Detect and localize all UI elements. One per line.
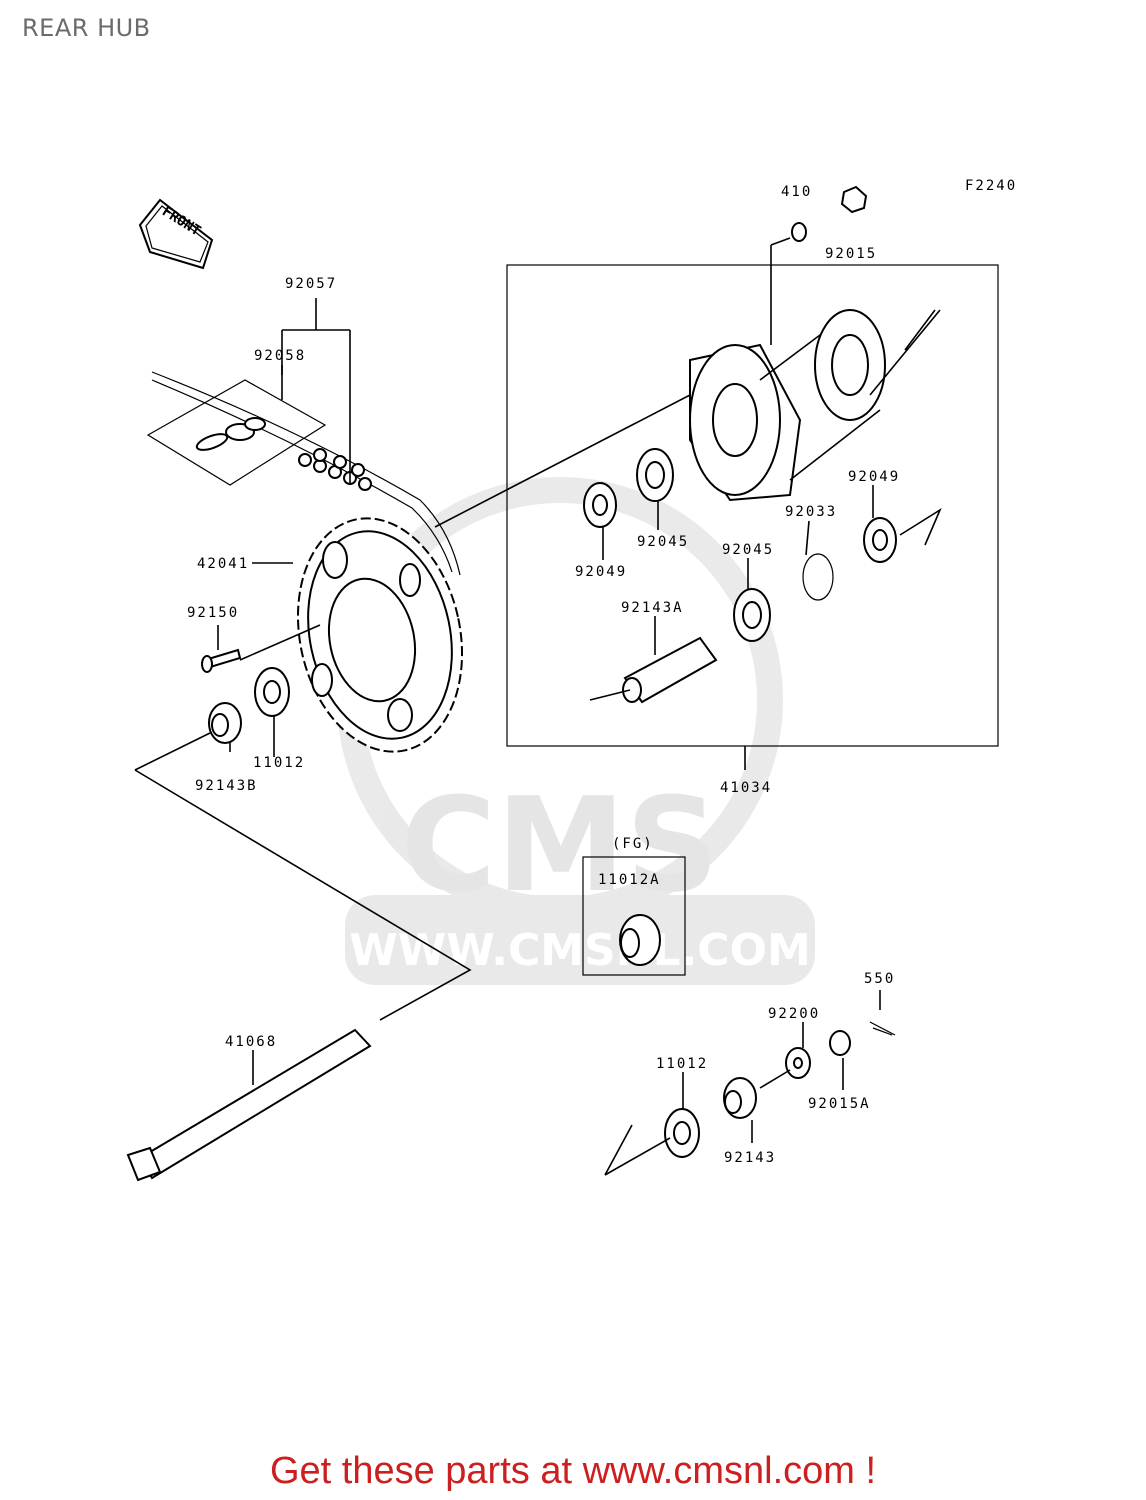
- collar-11012A-icon: [619, 914, 661, 966]
- seal-11012-right-icon: [664, 1108, 700, 1158]
- footer-promo-link[interactable]: Get these parts at www.cmsnl.com !: [269, 1450, 877, 1492]
- label-92033: 92033: [785, 504, 837, 520]
- watermark-brand: CMS: [401, 769, 719, 921]
- label-92057: 92057: [285, 276, 337, 292]
- bearing-92045-mid-icon: [733, 588, 771, 642]
- label-410: 410: [781, 184, 812, 200]
- label-fg: (FG): [612, 836, 654, 852]
- rear-sprocket: [296, 517, 464, 753]
- circlip-92033-icon: [802, 553, 834, 601]
- cotter-pin-550-icon: [869, 1021, 896, 1036]
- label-92143B: 92143B: [195, 778, 258, 794]
- seal-11012-left-icon: [254, 667, 290, 717]
- label-92049-right: 92049: [848, 469, 900, 485]
- bearing-92045-top-icon: [636, 448, 674, 502]
- washer-92200-icon: [785, 1047, 811, 1079]
- master-link-panel: [146, 379, 327, 486]
- page-title: REAR HUB: [22, 14, 151, 42]
- label-11012-right: 11012: [656, 1056, 708, 1072]
- front-arrow-icon: FRONT: [138, 198, 214, 270]
- hub-assembly-box: [506, 264, 999, 747]
- collar-92143-icon: [723, 1077, 757, 1119]
- label-92045-mid: 92045: [722, 542, 774, 558]
- watermark-url: WWW.CMSNL.COM: [349, 925, 811, 976]
- nut-92015-icon: [840, 185, 868, 214]
- label-92049-left: 92049: [575, 564, 627, 580]
- label-92058: 92058: [254, 348, 306, 364]
- collar-92143B-icon: [208, 702, 242, 744]
- label-92045-top: 92045: [637, 534, 689, 550]
- leader-lines: [134, 237, 942, 1176]
- label-550: 550: [864, 971, 895, 987]
- bolt-92150-icon: [201, 648, 242, 673]
- label-42041: 42041: [197, 556, 249, 572]
- label-92200: 92200: [768, 1006, 820, 1022]
- label-92143A: 92143A: [621, 600, 684, 616]
- label-41034: 41034: [720, 780, 772, 796]
- nut-92015A-icon: [829, 1030, 851, 1056]
- part-labels: 410 92015 92057 92058 42041 92150 11012 …: [187, 184, 900, 1166]
- drive-chain: [151, 371, 461, 576]
- spacer-92143A-icon: [622, 636, 718, 704]
- fg-variant-box: [582, 856, 686, 976]
- washer-410-icon: [791, 222, 807, 242]
- rear-hub: [689, 309, 886, 502]
- label-92150: 92150: [187, 605, 239, 621]
- figure-code: F2240: [965, 178, 1017, 194]
- label-41068: 41068: [225, 1034, 277, 1050]
- label-92015A: 92015A: [808, 1096, 871, 1112]
- label-92143: 92143: [724, 1150, 776, 1166]
- seal-92049-left-icon: [583, 482, 617, 528]
- chain-links-icon: [298, 448, 372, 491]
- seal-92049-right-icon: [863, 517, 897, 563]
- label-92015: 92015: [825, 246, 877, 262]
- master-link-clip-icon: [195, 417, 266, 451]
- label-11012-left: 11012: [253, 755, 305, 771]
- axle-41068-icon: [126, 1028, 372, 1182]
- label-11012A: 11012A: [598, 872, 661, 888]
